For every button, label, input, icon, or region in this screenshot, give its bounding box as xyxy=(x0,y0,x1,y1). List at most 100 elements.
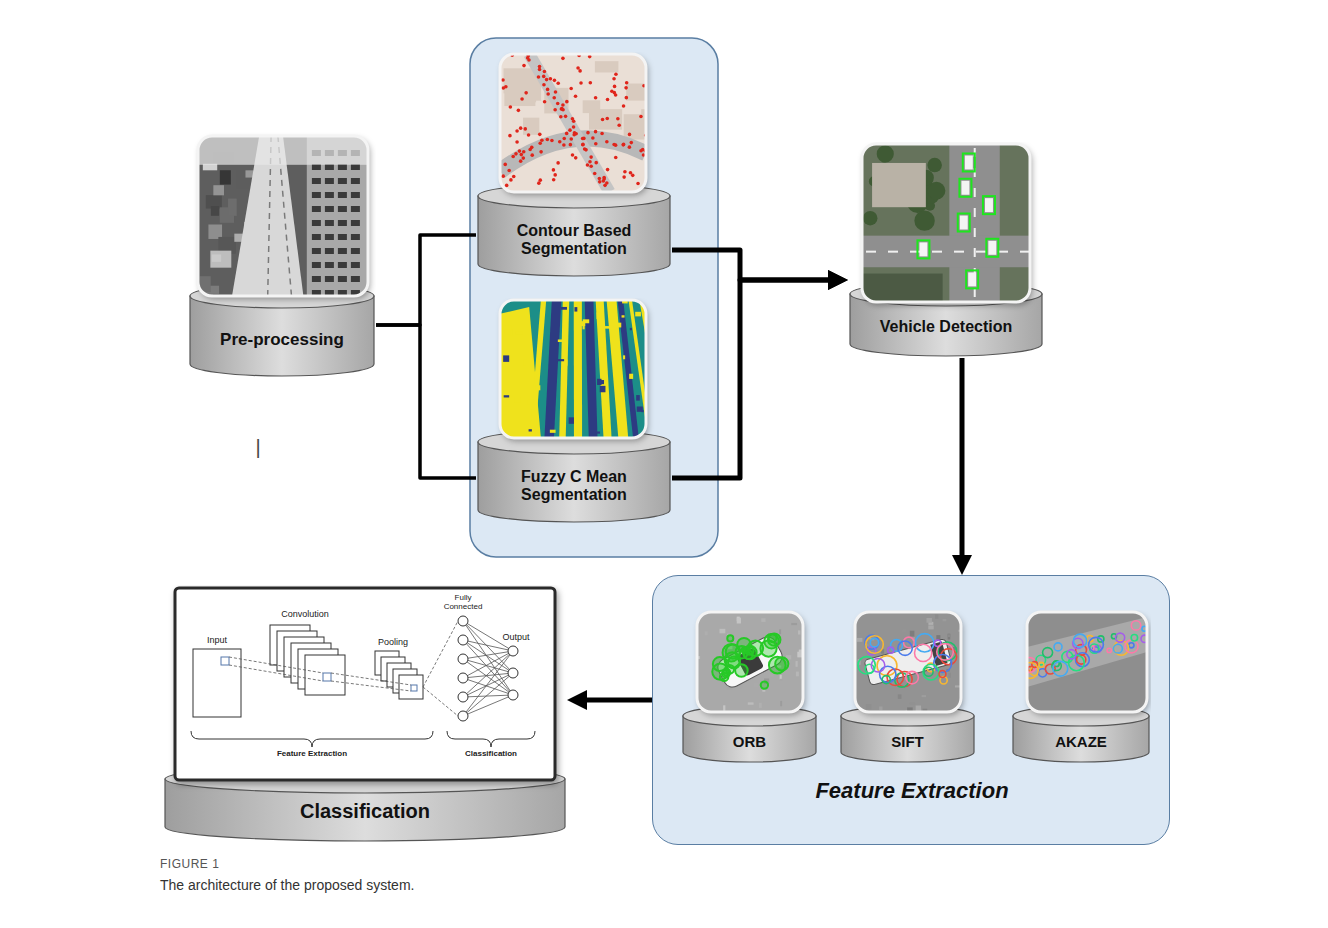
tile-frame xyxy=(198,136,368,296)
illustration-circle xyxy=(527,133,531,137)
illustration-rect xyxy=(926,618,932,623)
illustration-path xyxy=(574,300,582,438)
illustration-rect xyxy=(338,220,347,226)
illustration-circle xyxy=(589,155,593,159)
illustration-rect xyxy=(753,682,758,687)
illustration-path xyxy=(1027,617,1147,687)
group-panel: Feature ExtractionORBSIFTAKAZE xyxy=(652,575,1170,845)
illustration-rect xyxy=(910,251,920,253)
illustration-line xyxy=(463,621,513,673)
illustration-rect xyxy=(220,170,231,184)
illustration-circle xyxy=(617,123,621,127)
illustration-rect xyxy=(228,199,237,216)
illustration-rect xyxy=(325,220,334,226)
illustration-circle xyxy=(569,143,573,147)
illustration-rect xyxy=(943,619,947,621)
illustration-circle xyxy=(553,79,557,83)
arrow-head xyxy=(828,270,848,290)
illustration-circle xyxy=(1039,662,1044,667)
connector-group xyxy=(376,325,476,478)
illustration-circle xyxy=(545,78,549,82)
connector-group xyxy=(672,250,848,290)
illustration-rect xyxy=(968,272,976,286)
illustration-circle xyxy=(572,119,576,123)
illustration-circle xyxy=(937,644,954,661)
illustration-circle xyxy=(508,646,518,656)
illustration-rect xyxy=(916,706,921,712)
illustration-circle xyxy=(1074,634,1087,647)
illustration-rect xyxy=(604,326,610,329)
illustration-circle xyxy=(552,96,556,100)
illustration-rect xyxy=(338,178,347,184)
stage-name: Vehicle Detection xyxy=(858,306,1034,348)
illustration-rect xyxy=(961,181,969,195)
illustration-rect xyxy=(769,674,774,676)
illustration-circle xyxy=(863,211,878,226)
illustration-rect xyxy=(965,155,973,169)
illustration-circle xyxy=(581,143,585,147)
illustration-circle xyxy=(537,181,541,185)
illustration-rect xyxy=(635,312,641,317)
illustration-circle xyxy=(858,657,875,674)
bracket-line xyxy=(376,235,476,325)
illustration-circle xyxy=(518,149,522,153)
illustration-circle xyxy=(866,636,883,653)
illustration-circle xyxy=(543,70,547,74)
illustration-rect xyxy=(338,248,347,254)
illustration-rect xyxy=(210,251,231,268)
illustration-circle xyxy=(761,681,768,688)
illustration-line xyxy=(423,621,458,687)
tile-shadow xyxy=(198,136,368,296)
illustration-path xyxy=(618,300,639,438)
illustration-circle xyxy=(628,145,632,149)
stage-label: Classification xyxy=(441,749,541,758)
illustration-circle xyxy=(600,132,604,136)
illustration-circle xyxy=(501,174,505,178)
illustration-rect xyxy=(798,630,800,634)
illustration-line xyxy=(229,657,323,673)
illustration-circle xyxy=(559,115,563,119)
illustration-circle xyxy=(511,155,515,159)
illustration-circle xyxy=(603,184,607,188)
illustration-rect xyxy=(338,234,347,240)
illustration-circle xyxy=(574,132,578,136)
illustration-circle xyxy=(561,57,565,61)
illustration-rect xyxy=(198,136,368,296)
illustration-circle xyxy=(623,170,627,174)
illustration-circle xyxy=(1043,648,1053,658)
stage-pedestal: Vehicle Detection xyxy=(848,142,1044,358)
illustration-rect xyxy=(574,307,577,311)
illustration-rect xyxy=(862,144,1030,302)
illustration-rect xyxy=(351,164,360,170)
illustration-rect xyxy=(193,649,241,717)
illustration-circle xyxy=(605,140,609,144)
illustration-circle xyxy=(594,130,598,134)
illustration-rect xyxy=(595,61,619,72)
illustration-circle xyxy=(538,68,542,72)
illustration-rect xyxy=(622,315,625,317)
illustration-rect xyxy=(323,673,331,681)
illustration-rect xyxy=(516,332,523,335)
illustration-rect xyxy=(411,685,417,691)
illustration-circle xyxy=(1069,655,1085,671)
illustration-rect xyxy=(866,704,871,709)
illustration-circle xyxy=(520,97,524,101)
illustration-rect xyxy=(636,395,640,401)
illustration-circle xyxy=(1131,635,1137,641)
illustration-circle xyxy=(723,644,740,661)
illustration-circle xyxy=(546,138,550,142)
illustration-circle xyxy=(503,163,507,167)
illustration-circle xyxy=(538,142,542,146)
aerial-picture xyxy=(1027,612,1147,712)
illustration-circle xyxy=(522,64,526,68)
illustration-circle xyxy=(515,140,519,144)
illustration-circle xyxy=(589,164,593,168)
stage-pedestal: SIFT xyxy=(839,610,976,765)
illustration-rect xyxy=(723,705,725,710)
illustration-rect xyxy=(597,379,601,385)
illustration-circle xyxy=(593,172,597,176)
illustration-rect xyxy=(888,251,898,253)
illustration-circle xyxy=(581,137,585,141)
illustration-rect xyxy=(583,324,585,329)
illustration-circle xyxy=(1129,643,1134,648)
